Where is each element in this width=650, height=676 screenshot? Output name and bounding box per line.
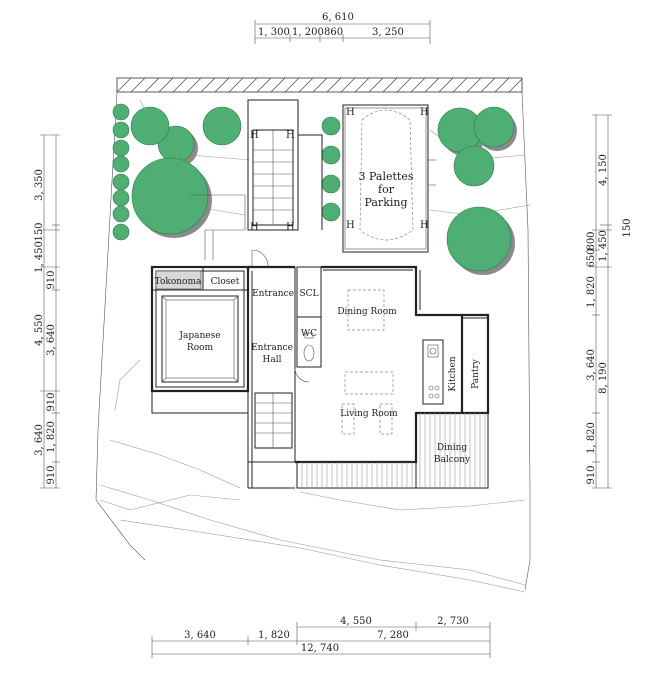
left-dim-7: 910 <box>46 392 57 411</box>
bottom-dim-row1-2: 2, 730 <box>437 616 469 627</box>
bottom-dim-row1-1: 4, 550 <box>340 616 372 627</box>
left-dim-2: 150 <box>34 222 45 241</box>
dining-balcony-label-1: Dining <box>437 443 468 453</box>
right-dim-3: 1, 450 <box>598 230 609 262</box>
top-dimension-lines: 6, 610 1, 300 1, 200 860 3, 250 <box>254 12 431 44</box>
svg-text:H: H <box>250 130 259 141</box>
svg-text:H: H <box>420 220 429 231</box>
japanese-room-label-2: Room <box>187 343 214 353</box>
wc-label: WC <box>301 329 317 339</box>
top-dim-part-2: 1, 200 <box>292 27 324 38</box>
tree-small-2 <box>112 121 130 139</box>
tree-2 <box>131 157 209 235</box>
left-dim-6: 3, 640 <box>46 324 57 356</box>
right-dim-8: 8, 190 <box>598 362 609 394</box>
right-dim-5: 800 <box>586 231 597 250</box>
site-boundary <box>95 91 531 593</box>
entrance-hall-label-1: Entrance <box>251 343 293 353</box>
tree-parking-4 <box>321 202 341 222</box>
svg-text:H: H <box>346 220 355 231</box>
tree-small-1 <box>112 103 130 121</box>
bottom-dim-total: 12, 740 <box>301 643 339 654</box>
tree-parking-3 <box>321 174 341 194</box>
left-dim-3: 1, 450 <box>34 241 45 273</box>
tree-small-4 <box>112 155 130 173</box>
pantry-label: Pantry <box>471 358 481 389</box>
entrance-hall-label-2: Hall <box>263 355 282 365</box>
svg-text:H: H <box>420 107 429 118</box>
tree-parking-2 <box>321 145 341 165</box>
road-hatch-band <box>116 77 523 93</box>
top-dim-part-4: 3, 250 <box>372 27 404 38</box>
left-dim-9: 1, 820 <box>46 421 57 453</box>
trees <box>112 103 517 275</box>
right-dim-6: 1, 820 <box>586 276 597 308</box>
svg-text:H: H <box>250 222 259 233</box>
top-dim-part-1: 1, 300 <box>258 27 290 38</box>
left-dim-1: 3, 350 <box>34 169 45 201</box>
tree-right-4 <box>446 206 512 272</box>
left-dim-8: 3, 640 <box>34 424 45 456</box>
tree-small-3 <box>112 139 130 157</box>
right-dim-7: 3, 640 <box>586 349 597 381</box>
tree-small-8 <box>112 223 130 241</box>
left-dim-10: 910 <box>46 465 57 484</box>
exterior-stair: H H H H <box>190 99 323 260</box>
right-dim-4: 650 <box>586 248 597 267</box>
tree-parking-1 <box>321 116 341 136</box>
closet-label: Closet <box>211 277 240 287</box>
scl-label: SCL <box>299 289 318 299</box>
tree-small-6 <box>112 189 130 207</box>
svg-text:H: H <box>286 130 295 141</box>
parking-label-1: 3 Palettes <box>359 170 414 183</box>
parking-label-3: Parking <box>364 196 407 209</box>
right-dim-1: 4, 150 <box>598 154 609 186</box>
right-dim-10: 910 <box>586 465 597 484</box>
parking-area: 3 Palettes for Parking H H H H <box>342 104 436 253</box>
tree-right-2 <box>473 106 515 148</box>
svg-text:H: H <box>286 222 295 233</box>
right-dimension-lines: 4, 150 150 1, 450 650 800 1, 820 3, 640 … <box>586 114 633 489</box>
right-dim-9: 1, 820 <box>586 422 597 454</box>
tree-right-3 <box>453 145 495 187</box>
dining-room-label: Dining Room <box>337 307 397 317</box>
living-room-label: Living Room <box>340 409 398 419</box>
kitchen-label: Kitchen <box>448 356 458 391</box>
bottom-dim-row2-3: 7, 280 <box>377 630 409 641</box>
bottom-dim-row2-2: 1, 820 <box>258 630 290 641</box>
tree-4 <box>202 106 242 146</box>
japanese-room-label-1: Japanese <box>178 331 220 341</box>
right-dim-2: 150 <box>622 218 633 237</box>
tree-small-7 <box>112 205 130 223</box>
bottom-dimension-lines: 4, 550 2, 730 3, 640 1, 820 7, 280 12, 7… <box>151 616 491 658</box>
top-dim-total: 6, 610 <box>322 12 354 23</box>
bottom-dim-row2-1: 3, 640 <box>184 630 216 641</box>
left-dim-5: 4, 550 <box>34 314 45 346</box>
building-walls <box>150 249 490 489</box>
parking-label-2: for <box>378 183 395 196</box>
top-dim-part-3: 860 <box>324 27 343 38</box>
tokonoma-label: Tokonoma <box>155 277 202 287</box>
tree-small-5 <box>112 173 130 191</box>
entrance-label: Entrance <box>252 289 294 299</box>
left-dimension-lines: 3, 350 150 1, 450 910 4, 550 3, 640 910 … <box>34 134 60 489</box>
svg-text:H: H <box>346 107 355 118</box>
room-labels: Tokonoma Closet Entrance SCL Japanese Ro… <box>155 277 481 465</box>
tree-3 <box>130 106 170 146</box>
left-dim-4: 910 <box>46 270 57 289</box>
dining-balcony-label-2: Balcony <box>434 455 471 465</box>
